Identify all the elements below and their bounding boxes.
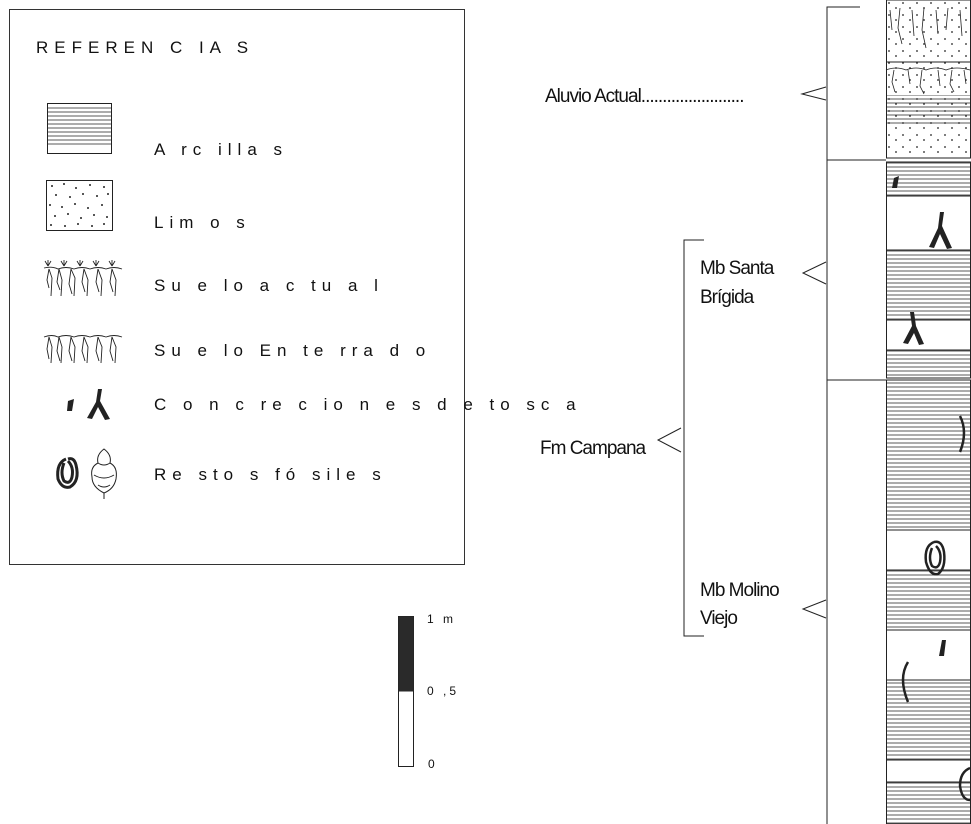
scale-label-top: 1 m [427,612,456,626]
unit-label-molino-1: Mb Molino [700,580,779,602]
legend-title: REFEREN C IA S [36,38,254,58]
clay-pattern-icon [47,103,113,155]
unit-label-santa-brigida-1: Mb Santa [700,258,773,280]
tosca-concretion-icon [60,385,120,423]
unit-label-aluvio: Aluvio Actual........................ [545,86,743,108]
legend-label-buried-soil: Su e lo En te rra d o [154,341,431,361]
silt-pattern-icon [46,180,114,232]
legend-label-silt: Lim o s [154,213,251,233]
stratigraphic-column [886,0,971,824]
scale-label-mid: 0 ,5 [427,684,459,698]
legend-label-tosca: C o n c re c io n e s d e to sc a [154,395,582,415]
fossil-remains-icon [52,445,122,501]
scale-bar [398,616,416,768]
legend-label-clay: A rc illa s [154,140,288,160]
legend-label-current-soil: Su e lo a c tu a l [154,276,384,296]
scale-label-bottom: 0 [428,757,438,771]
formation-bracket [682,238,706,640]
buried-soil-icon [44,333,124,369]
unit-label-campana: Fm Campana [540,438,645,460]
campana-pointer-icon [655,426,685,454]
unit-label-santa-brigida-2: Brígida [700,287,753,309]
legend-label-fossil: Re sto s fó sile s [154,465,387,485]
current-soil-icon [44,258,124,300]
unit-boundaries [826,6,888,824]
